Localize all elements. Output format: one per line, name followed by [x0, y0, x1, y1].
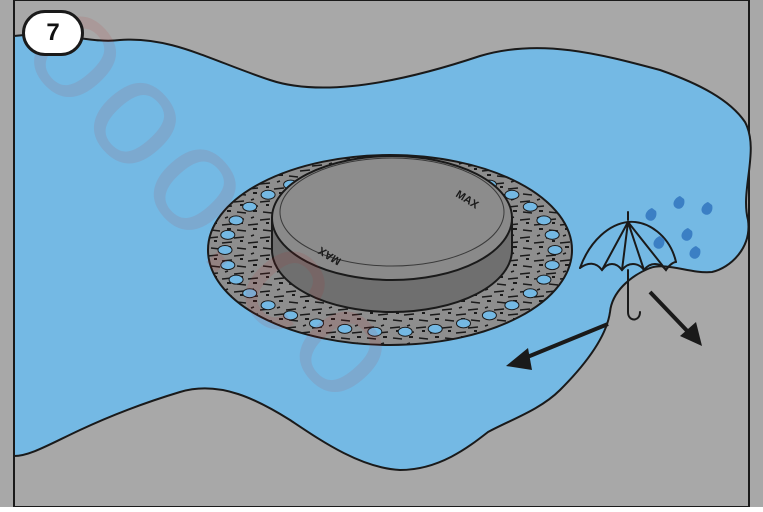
step-number: 7: [46, 19, 59, 47]
drain-lid: [272, 156, 512, 312]
drain-hole: [398, 327, 412, 336]
drain-hole: [284, 311, 298, 320]
drain-hole: [482, 311, 496, 320]
drain-hole: [545, 230, 559, 239]
drain-hole: [229, 275, 243, 284]
drain-hole: [221, 261, 235, 270]
drain-hole: [338, 324, 352, 333]
drain-hole: [368, 327, 382, 336]
drain-hole: [428, 324, 442, 333]
drain-hole: [523, 202, 537, 211]
drain-hole: [261, 190, 275, 199]
drain-hole: [243, 202, 257, 211]
drain-hole: [523, 289, 537, 298]
drain-hole: [537, 275, 551, 284]
drain-hole: [310, 319, 324, 328]
drain-hole: [505, 190, 519, 199]
drain-hole: [218, 246, 232, 255]
drain-hole: [457, 319, 471, 328]
drain-hole: [545, 261, 559, 270]
drain-hole: [505, 301, 519, 310]
drain-hole: [243, 289, 257, 298]
drain-hole: [221, 230, 235, 239]
drain-hole: [537, 216, 551, 225]
drain-hole: [261, 301, 275, 310]
step-badge: 7: [22, 10, 84, 56]
drain-hole: [229, 216, 243, 225]
drain-hole: [548, 246, 562, 255]
